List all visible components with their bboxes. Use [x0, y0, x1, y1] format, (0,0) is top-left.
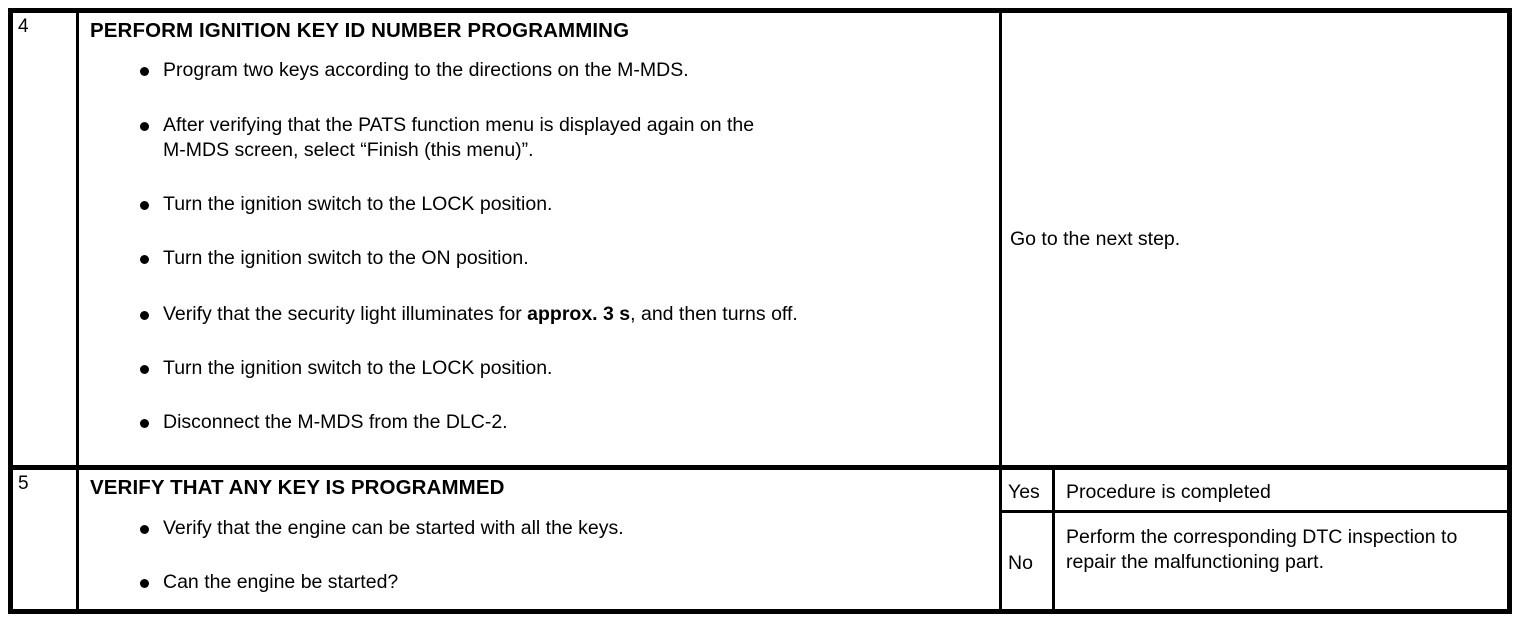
row-divider-step4-step5	[13, 465, 1507, 470]
step-description: PERFORM IGNITION KEY ID NUMBER PROGRAMMI…	[79, 13, 999, 435]
step-result: Go to the next step.	[1002, 13, 1507, 465]
list-item: Can the engine be started?	[90, 570, 991, 595]
bullet-icon	[140, 67, 149, 76]
list-item: Verify that the engine can be started wi…	[90, 516, 991, 541]
bullet-text: Verify that the security light illuminat…	[163, 302, 991, 327]
result-text-line: part.	[1284, 551, 1324, 573]
bullet-icon	[140, 311, 149, 320]
diagnostic-procedure-table: 4 PERFORM IGNITION KEY ID NUMBER PROGRAM…	[8, 8, 1512, 614]
result-text: Go to the next step.	[1010, 228, 1181, 250]
bullet-text: Verify that the engine can be started wi…	[163, 517, 624, 539]
result-branch-yes-text: Procedure is completed	[1066, 481, 1271, 503]
bullet-text: Can the engine be started?	[163, 571, 399, 593]
result-branch-no-label: No	[1008, 552, 1033, 574]
bullet-icon	[140, 419, 149, 428]
step-bullet-list: Program two keys according to the direct…	[90, 58, 991, 435]
table-row: 5 VERIFY THAT ANY KEY IS PROGRAMMED Veri…	[13, 470, 1507, 609]
step-description: VERIFY THAT ANY KEY IS PROGRAMMED Verify…	[79, 470, 999, 595]
step-heading: VERIFY THAT ANY KEY IS PROGRAMMED	[90, 476, 505, 499]
step-number: 4	[18, 16, 29, 37]
bullet-icon	[140, 579, 149, 588]
step-heading: PERFORM IGNITION KEY ID NUMBER PROGRAMMI…	[90, 19, 630, 42]
bullet-icon	[140, 525, 149, 534]
row-divider-yes-no	[999, 510, 1507, 513]
column-divider-result	[999, 13, 1002, 609]
list-item: Turn the ignition switch to the ON posit…	[90, 246, 991, 271]
result-branch-yes-label: Yes	[1008, 481, 1040, 503]
bullet-text: Turn the ignition switch to the LOCK pos…	[163, 357, 553, 379]
list-item: Turn the ignition switch to the LOCK pos…	[90, 356, 991, 381]
step-number: 5	[18, 473, 29, 494]
bullet-text: Turn the ignition switch to the ON posit…	[163, 247, 529, 269]
bullet-icon	[140, 365, 149, 374]
bullet-icon	[140, 122, 149, 131]
bullet-text: Turn the ignition switch to the LOCK pos…	[163, 193, 553, 215]
list-item: Verify that the security light illuminat…	[90, 302, 991, 327]
step-bullet-list: Verify that the engine can be started wi…	[90, 516, 991, 595]
bullet-icon	[140, 255, 149, 264]
bullet-text-emphasis: approx. 3 s	[527, 303, 631, 325]
result-branch-no-text: Perform the corresponding DTC inspection…	[1058, 525, 1507, 575]
list-item: Disconnect the M-MDS from the DLC-2.	[90, 410, 991, 435]
list-item: Program two keys according to the direct…	[90, 58, 991, 83]
column-divider-yesno	[1052, 468, 1055, 609]
bullet-text: After verifying that the PATS function m…	[163, 114, 755, 136]
result-text-line: inspection to repair the malfunctioning	[1066, 526, 1458, 573]
list-item: After verifying that the PATS function m…	[90, 113, 991, 163]
bullet-text-prefix: Verify that the security light illuminat…	[163, 303, 528, 325]
step-result: Yes Procedure is completed No Perform th…	[1002, 470, 1507, 609]
result-text-line: Perform the corresponding DTC	[1066, 526, 1343, 548]
column-divider-step	[76, 13, 79, 609]
bullet-text-suffix: , and then turns off.	[630, 303, 798, 325]
bullet-text: Disconnect the M-MDS from the DLC-2.	[163, 411, 508, 433]
bullet-text: Program two keys according to the direct…	[163, 59, 689, 81]
list-item: Turn the ignition switch to the LOCK pos…	[90, 192, 991, 217]
bullet-icon	[140, 201, 149, 210]
table-row: 4 PERFORM IGNITION KEY ID NUMBER PROGRAM…	[13, 13, 1507, 465]
bullet-text-continuation: M-MDS screen, select “Finish (this menu)…	[163, 139, 534, 161]
